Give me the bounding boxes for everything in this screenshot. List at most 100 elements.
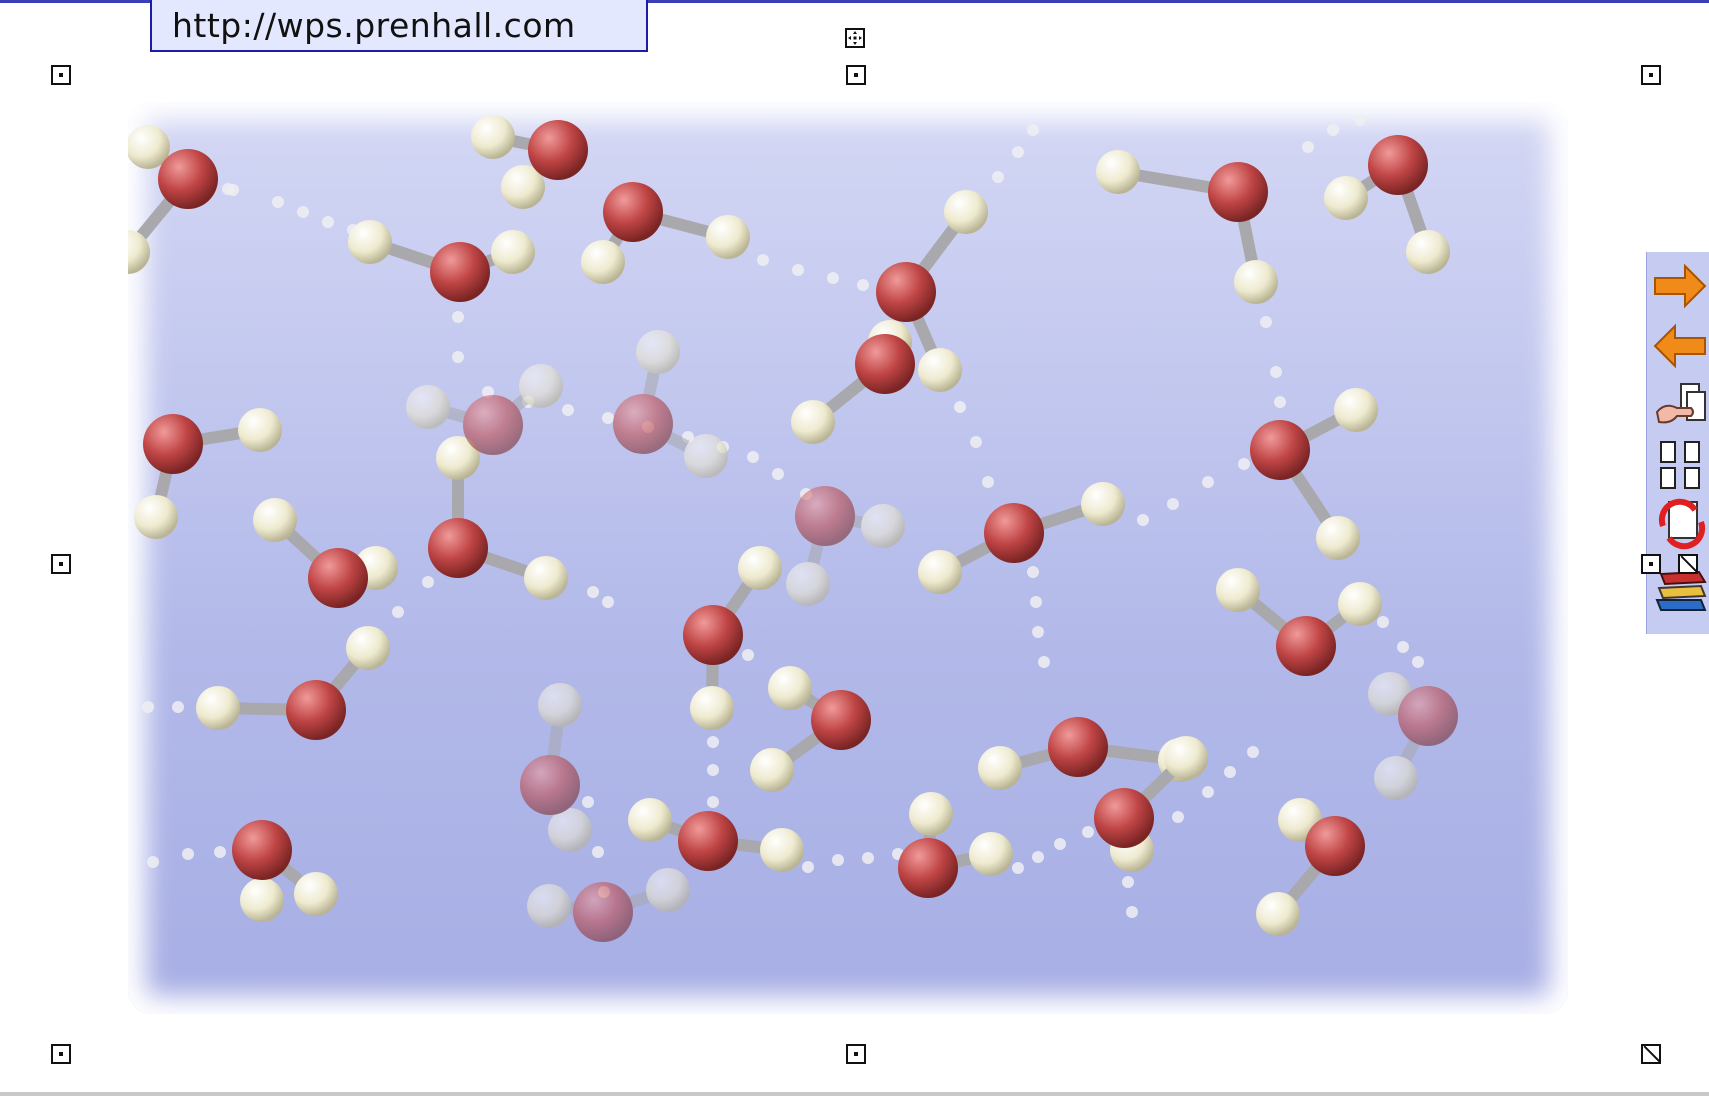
- go-to-slide-button[interactable]: [1651, 378, 1709, 434]
- slide-sorter-button[interactable]: [1651, 438, 1709, 494]
- resize-handle-bottom-center[interactable]: [846, 1044, 866, 1064]
- oxygen-atom: [573, 882, 633, 942]
- hydrogen-bond-dot: [1126, 906, 1138, 918]
- oxygen-atom: [143, 414, 203, 474]
- water-molecule: [128, 125, 218, 274]
- oxygen-atom: [1276, 616, 1336, 676]
- resize-handle-middle-left[interactable]: [51, 554, 71, 574]
- hydrogen-atom: [636, 330, 680, 374]
- hand-pages-icon: [1655, 383, 1706, 424]
- water-molecule: [406, 364, 563, 455]
- hydrogen-atom: [750, 748, 794, 792]
- hydrogen-bond-dot: [707, 796, 719, 808]
- refresh-icon: [1658, 498, 1706, 550]
- hydrogen-bond-dot: [587, 586, 599, 598]
- hydrogen-atom: [238, 408, 282, 452]
- hydrogen-bond-dot: [707, 764, 719, 776]
- refresh-button[interactable]: [1651, 496, 1709, 552]
- hydrogen-bond-dot: [772, 468, 784, 480]
- oxygen-atom: [463, 395, 523, 455]
- water-molecule: [428, 436, 568, 600]
- resize-handle-panel-left[interactable]: [1641, 554, 1661, 574]
- oxygen-atom: [1398, 686, 1458, 746]
- hydrogen-bond-dot: [602, 596, 614, 608]
- hydrogen-atom: [918, 550, 962, 594]
- hydrogen-bond-dot: [982, 476, 994, 488]
- resize-handle-bottom-left[interactable]: [51, 1044, 71, 1064]
- water-molecule: [348, 220, 535, 302]
- hydrogen-bond-dot: [1012, 862, 1024, 874]
- hydrogen-bond-dot: [182, 848, 194, 860]
- oxygen-atom: [528, 120, 588, 180]
- oxygen-atom: [430, 242, 490, 302]
- oxygen-atom: [613, 394, 673, 454]
- hydrogen-bond-dot: [970, 436, 982, 448]
- oxygen-atom: [428, 518, 488, 578]
- resize-handle-top-center[interactable]: [846, 65, 866, 85]
- hydrogen-atom: [1334, 388, 1378, 432]
- hydrogen-bond-dot: [1202, 786, 1214, 798]
- oxygen-atom: [1250, 420, 1310, 480]
- hydrogen-bond-dot: [1224, 766, 1236, 778]
- water-molecule: [918, 482, 1125, 594]
- water-molecule: [791, 320, 915, 444]
- hydrogen-bond-dot: [562, 404, 574, 416]
- url-text: http://wps.prenhall.com: [172, 5, 576, 45]
- oxygen-atom: [1094, 788, 1154, 848]
- oxygen-atom: [1048, 717, 1108, 777]
- hydrogen-atom: [240, 878, 284, 922]
- resize-handle-top-right[interactable]: [1641, 65, 1661, 85]
- move-handle-icon[interactable]: [845, 28, 865, 48]
- oxygen-atom: [678, 811, 738, 871]
- water-molecules-image: [128, 102, 1568, 1014]
- hydrogen-bond-dot: [1397, 641, 1409, 653]
- hydrogen-atom: [944, 190, 988, 234]
- hydrogen-atom: [1081, 482, 1125, 526]
- hydrogen-bond-dot: [1202, 476, 1214, 488]
- hydrogen-bond-dot: [1377, 616, 1389, 628]
- hydrogen-bond-dot: [582, 796, 594, 808]
- hydrogen-atom: [1324, 176, 1368, 220]
- hydrogen-atom: [491, 230, 535, 274]
- resize-handle-top-left[interactable]: [51, 65, 71, 85]
- hydrogen-bond-dot: [1032, 851, 1044, 863]
- hydrogen-bond-dot: [1260, 316, 1272, 328]
- hydrogen-bond-dot: [297, 206, 309, 218]
- hydrogen-atom: [527, 884, 571, 928]
- top-border: [0, 0, 1709, 3]
- previous-slide-button[interactable]: [1651, 318, 1709, 374]
- hydrogen-bond-dot: [322, 216, 334, 228]
- hydrogen-bond-dot: [1354, 114, 1366, 126]
- hydrogen-bond-dot: [954, 401, 966, 413]
- resize-handle-bottom-right[interactable]: [1641, 1044, 1661, 1064]
- hydrogen-atom: [406, 385, 450, 429]
- water-molecule: [613, 330, 728, 478]
- hydrogen-bond-dot: [857, 279, 869, 291]
- hydrogen-atom: [1234, 260, 1278, 304]
- hydrogen-atom: [196, 686, 240, 730]
- resize-handle-panel-right[interactable]: [1678, 554, 1698, 574]
- hydrogen-atom: [128, 125, 170, 169]
- next-slide-button[interactable]: [1651, 258, 1709, 314]
- arrow-right-icon: [1654, 263, 1707, 309]
- water-molecule: [581, 182, 750, 284]
- hydrogen-bond-dot: [602, 412, 614, 424]
- hydrogen-atom: [1316, 516, 1360, 560]
- hydrogen-bond-dot: [1054, 838, 1066, 850]
- hydrogen-bond-dot: [1172, 811, 1184, 823]
- hydrogen-atom: [134, 495, 178, 539]
- hydrogen-atom: [786, 562, 830, 606]
- hydrogen-bond-dot: [1302, 141, 1314, 153]
- hydrogen-bond-dot: [1167, 498, 1179, 510]
- oxygen-atom: [603, 182, 663, 242]
- url-banner[interactable]: http://wps.prenhall.com: [150, 0, 648, 52]
- hydrogen-atom: [524, 556, 568, 600]
- hydrogen-atom: [253, 498, 297, 542]
- water-molecule: [1324, 135, 1450, 274]
- slide-nav-panel: [1646, 252, 1709, 634]
- hydrogen-bond-dot: [142, 701, 154, 713]
- hydrogen-atom: [1256, 892, 1300, 936]
- hydrogen-atom: [768, 666, 812, 710]
- hydrogen-bond-dot: [1027, 124, 1039, 136]
- hydrogen-atom: [436, 436, 480, 480]
